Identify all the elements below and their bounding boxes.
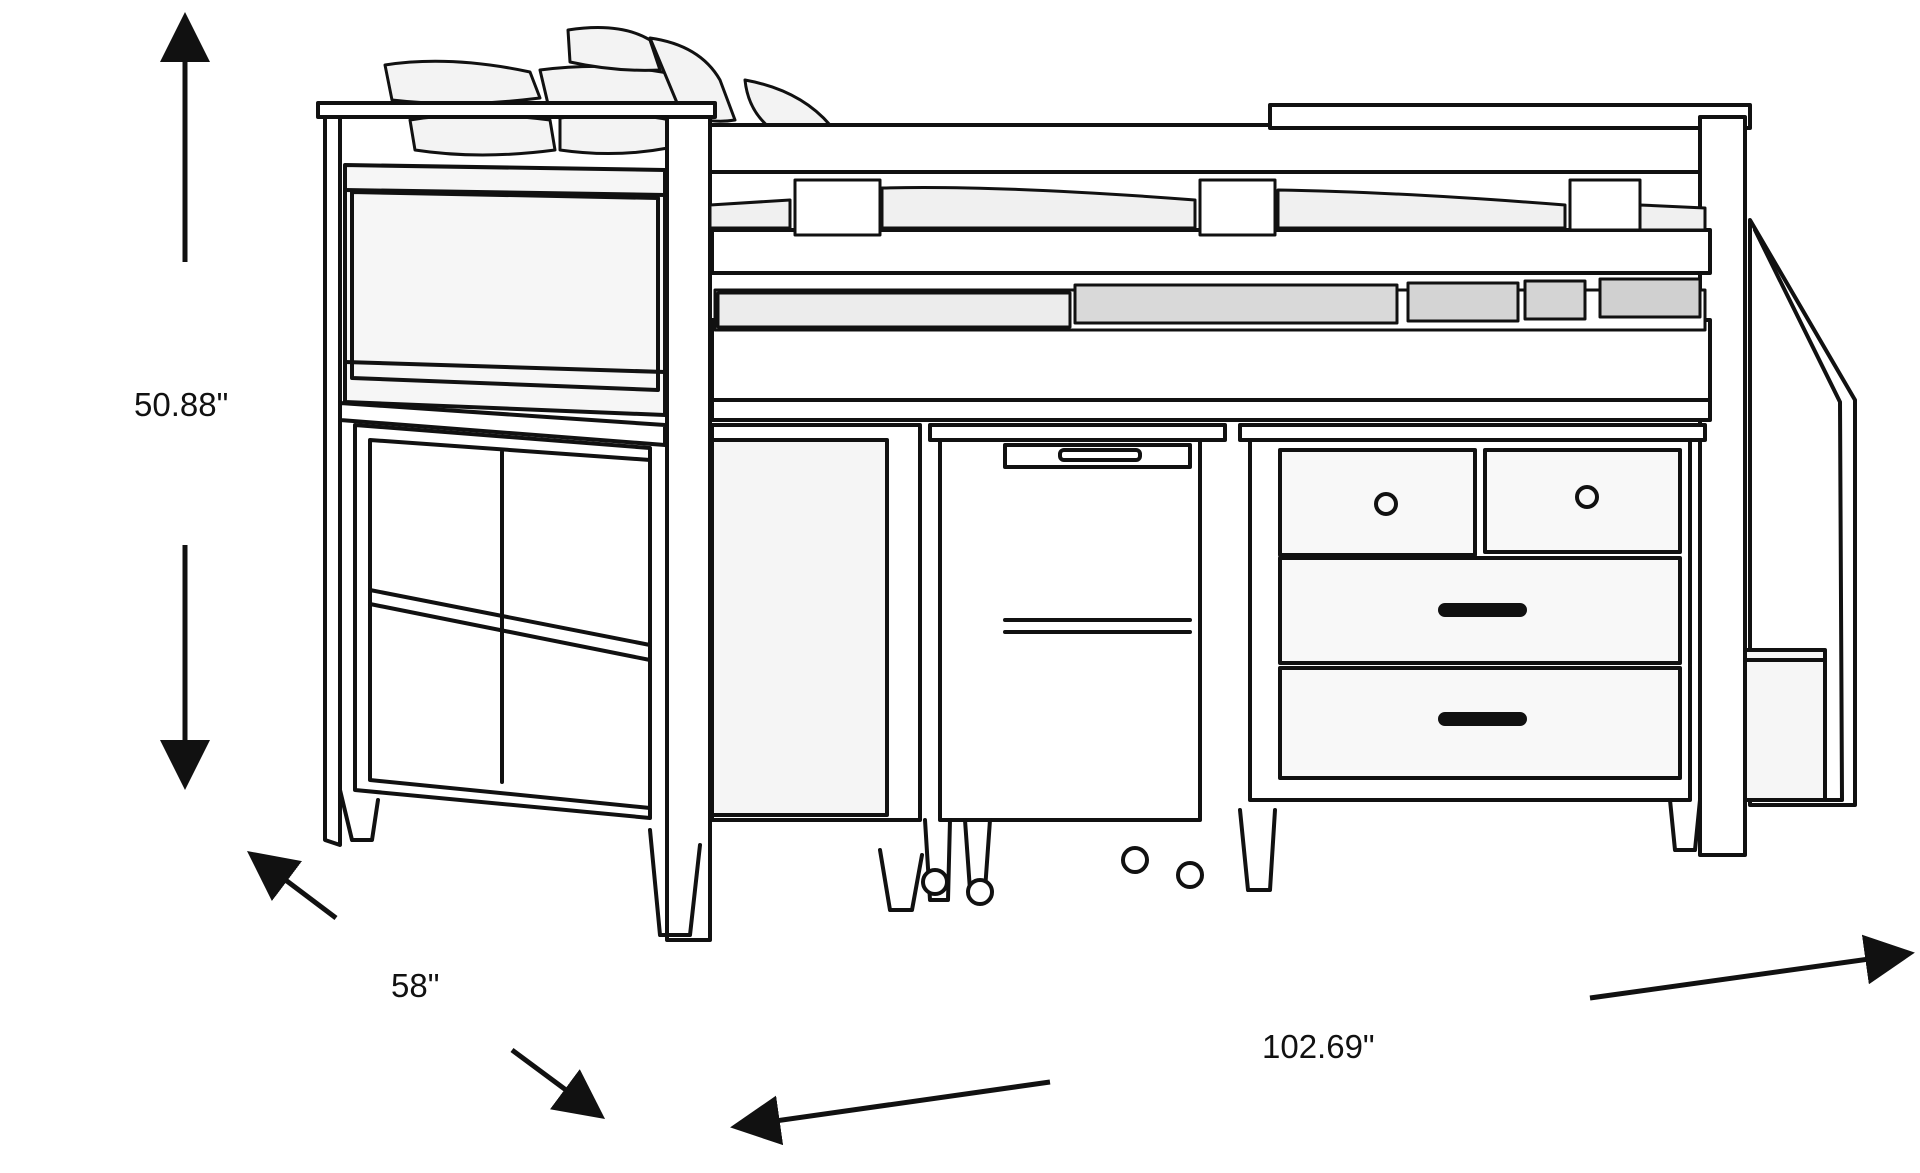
- width-dimension-label: 102.69": [1262, 1028, 1375, 1065]
- width-arrow-left: [730, 1079, 1051, 1146]
- width-arrow-right: [1589, 934, 1915, 1001]
- dresser: [1238, 423, 1707, 892]
- depth-arrow-upper: [247, 850, 338, 920]
- staircase: [1743, 218, 1857, 807]
- left-end-panel: [316, 101, 717, 942]
- depth-arrow-lower: [510, 1047, 606, 1119]
- dimension-arrows: [160, 12, 1915, 1146]
- guard-rail: [708, 178, 1707, 237]
- center-cabinet-panel: [710, 423, 924, 912]
- depth-dimension-label: 58": [391, 967, 440, 1004]
- height-dimension-label: 50.88": [134, 386, 229, 423]
- left-cubby-bookcase: [338, 401, 702, 937]
- pullout-desk-unit: [921, 423, 1227, 906]
- book-strip: [713, 277, 1707, 332]
